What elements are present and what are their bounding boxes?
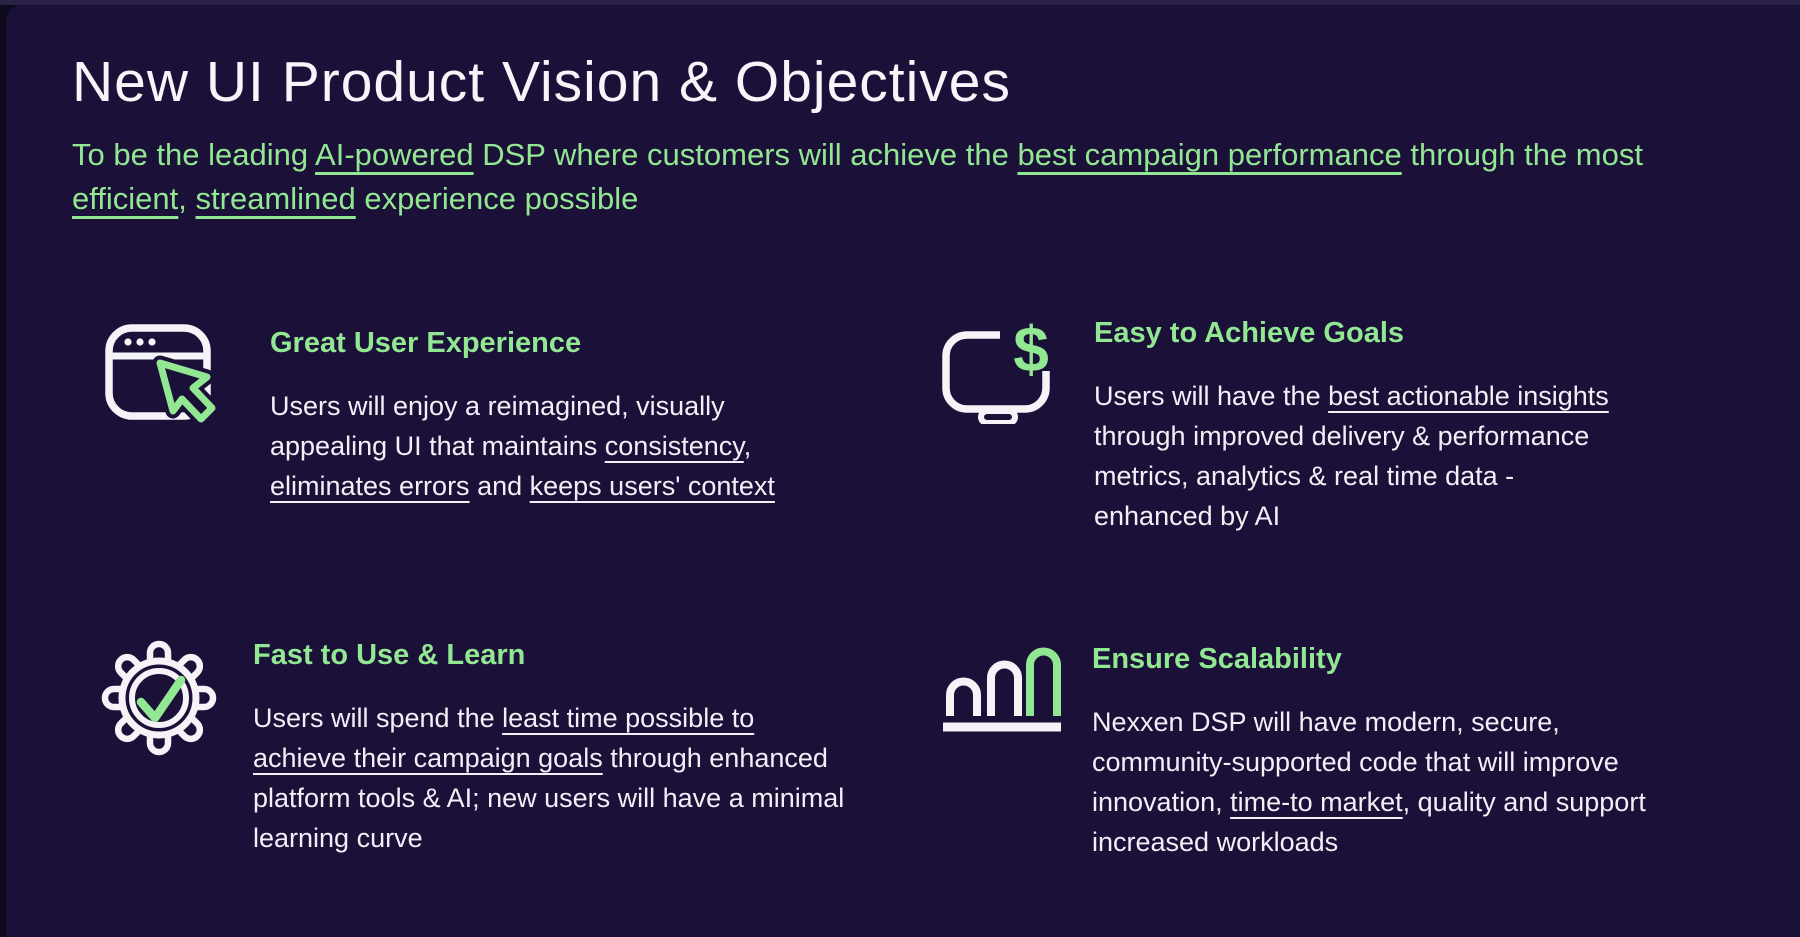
quadrant-body: Nexxen DSP will have modern, secure, com… <box>1092 707 1646 857</box>
slide: New UI Product Vision & Objectives To be… <box>6 5 1800 937</box>
quadrant-easy-to-achieve-goals: Easy to Achieve Goals Users will have th… <box>1094 316 1639 536</box>
quadrant-ensure-scalability: Ensure Scalability Nexxen DSP will have … <box>1092 642 1667 862</box>
quadrant-body: Users will spend the least time possible… <box>253 703 845 853</box>
quadrant-body: Users will have the best actionable insi… <box>1094 381 1609 531</box>
screen-top-edge <box>0 0 1800 5</box>
quadrant-heading: Fast to Use & Learn <box>253 639 526 671</box>
svg-text:$: $ <box>1013 318 1049 385</box>
vision-statement: To be the leading AI-powered DSP where c… <box>72 137 1643 216</box>
browser-cursor-icon <box>104 323 222 434</box>
quadrant-heading: Great User Experience <box>270 327 582 359</box>
bar-chart-icon <box>940 646 1064 743</box>
quadrant-heading: Ensure Scalability <box>1092 643 1342 675</box>
quadrant-great-user-experience: Great User Experience Users will enjoy a… <box>270 326 815 506</box>
monitor-dollar-icon: $ <box>942 313 1062 429</box>
page-title: New UI Product Vision & Objectives <box>72 50 1011 114</box>
gear-check-icon <box>97 636 221 765</box>
quadrant-body: Users will enjoy a reimagined, visually … <box>270 391 775 501</box>
quadrant-fast-to-use-learn: Fast to Use & Learn Users will spend the… <box>253 638 853 858</box>
quadrant-heading: Easy to Achieve Goals <box>1094 317 1405 349</box>
